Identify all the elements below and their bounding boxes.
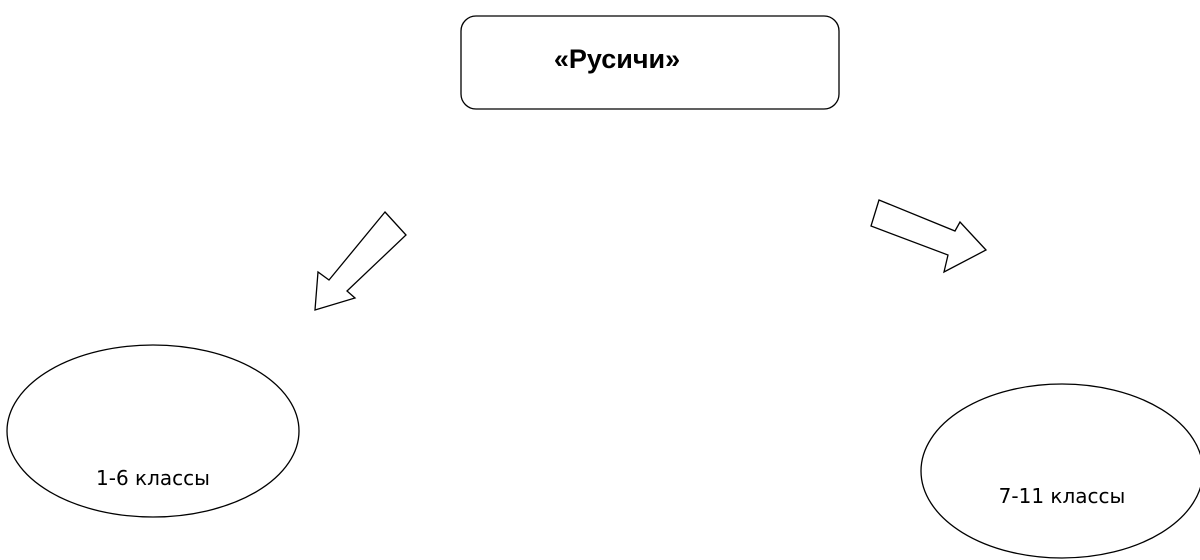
root-node-label: «Русичи» [554,44,680,74]
branch-node-right-label: 7-11 классы [999,484,1126,508]
branch-node-left: 1-6 классы [6,344,300,518]
arrow-right-icon [870,199,988,274]
arrow-left-icon [314,211,407,311]
branch-node-right: 7-11 классы [920,383,1200,559]
branch-node-left-shape [6,344,300,518]
branch-node-right-shape [920,383,1200,559]
root-node-box [460,15,840,110]
branch-node-left-label: 1-6 классы [96,466,210,490]
root-node: «Русичи» [460,15,840,110]
